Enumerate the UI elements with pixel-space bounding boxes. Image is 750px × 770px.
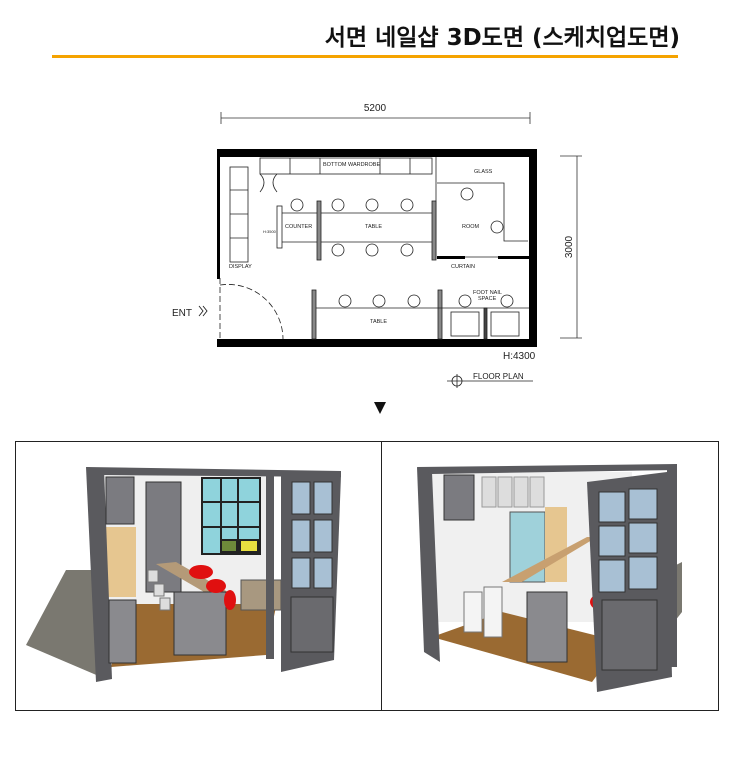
bottom-wardrobe <box>259 157 433 175</box>
render-right <box>417 464 682 692</box>
triangle-down-icon <box>374 402 386 414</box>
center-post <box>266 474 274 659</box>
pedicure-chair <box>490 311 520 337</box>
floor-plan-caption: FLOOR PLAN <box>473 372 524 381</box>
entrance-door <box>219 278 284 340</box>
top-frame <box>86 467 341 477</box>
chevron-right-icon <box>198 305 208 317</box>
glass-partition <box>201 477 261 555</box>
page-title: 서면 네일샵 3D도면 (스케치업도면) <box>324 25 680 51</box>
wall-cabinets <box>481 476 545 508</box>
counter <box>276 205 283 249</box>
label-display: DISPLAY <box>229 264 252 270</box>
title-underline <box>52 55 678 58</box>
section-marker-icon <box>447 374 533 388</box>
label-glass: GLASS <box>474 169 493 175</box>
walls <box>217 149 537 347</box>
height-note: H:4300 <box>503 351 536 362</box>
label-counter: COUNTER <box>285 224 312 230</box>
top-frame <box>417 464 677 474</box>
shadow <box>26 570 101 677</box>
render-panel-left <box>15 441 382 711</box>
depth-dimension-label: 3000 <box>564 235 575 258</box>
width-dimension-label: 5200 <box>364 103 387 114</box>
label-table-bottom: TABLE <box>370 319 387 325</box>
label-table-top: TABLE <box>365 224 382 230</box>
left-cabinet <box>105 476 135 525</box>
stools <box>147 569 171 611</box>
chairs <box>290 187 514 308</box>
label-foot-nail: FOOT NAIL <box>473 290 502 296</box>
label-bottom-wardrobe: BOTTOM WARDROBE <box>323 162 380 168</box>
label-room: ROOM <box>462 224 480 230</box>
left-lower-cabinet <box>108 599 137 664</box>
entrance-label: ENT <box>172 308 192 319</box>
right-post <box>667 467 677 667</box>
label-curtain: CURTAIN <box>451 264 475 270</box>
glass-door <box>587 472 672 692</box>
red-chairs <box>189 565 236 610</box>
counter-front <box>173 591 227 656</box>
counter-front <box>526 591 568 663</box>
side-wall-wood <box>106 527 136 597</box>
display-shelf <box>229 166 249 263</box>
room-glass <box>437 182 528 242</box>
depth-dimension <box>560 155 582 339</box>
floor-plan: 5200 3000 <box>172 103 582 414</box>
wood-shelf <box>545 507 567 582</box>
curtain <box>437 256 465 259</box>
glass-door <box>281 473 341 672</box>
width-dimension <box>220 112 531 124</box>
low-cabinet <box>240 579 282 611</box>
left-cabinet <box>443 474 475 521</box>
left-frame <box>417 467 440 662</box>
render-left <box>26 467 341 682</box>
label-space: SPACE <box>478 296 497 302</box>
counter-top <box>502 537 597 582</box>
white-cabinets <box>463 586 503 638</box>
pedicure-chair <box>450 311 480 337</box>
label-counter-height: H:3500 <box>263 229 277 234</box>
render-panel-right <box>381 441 719 711</box>
